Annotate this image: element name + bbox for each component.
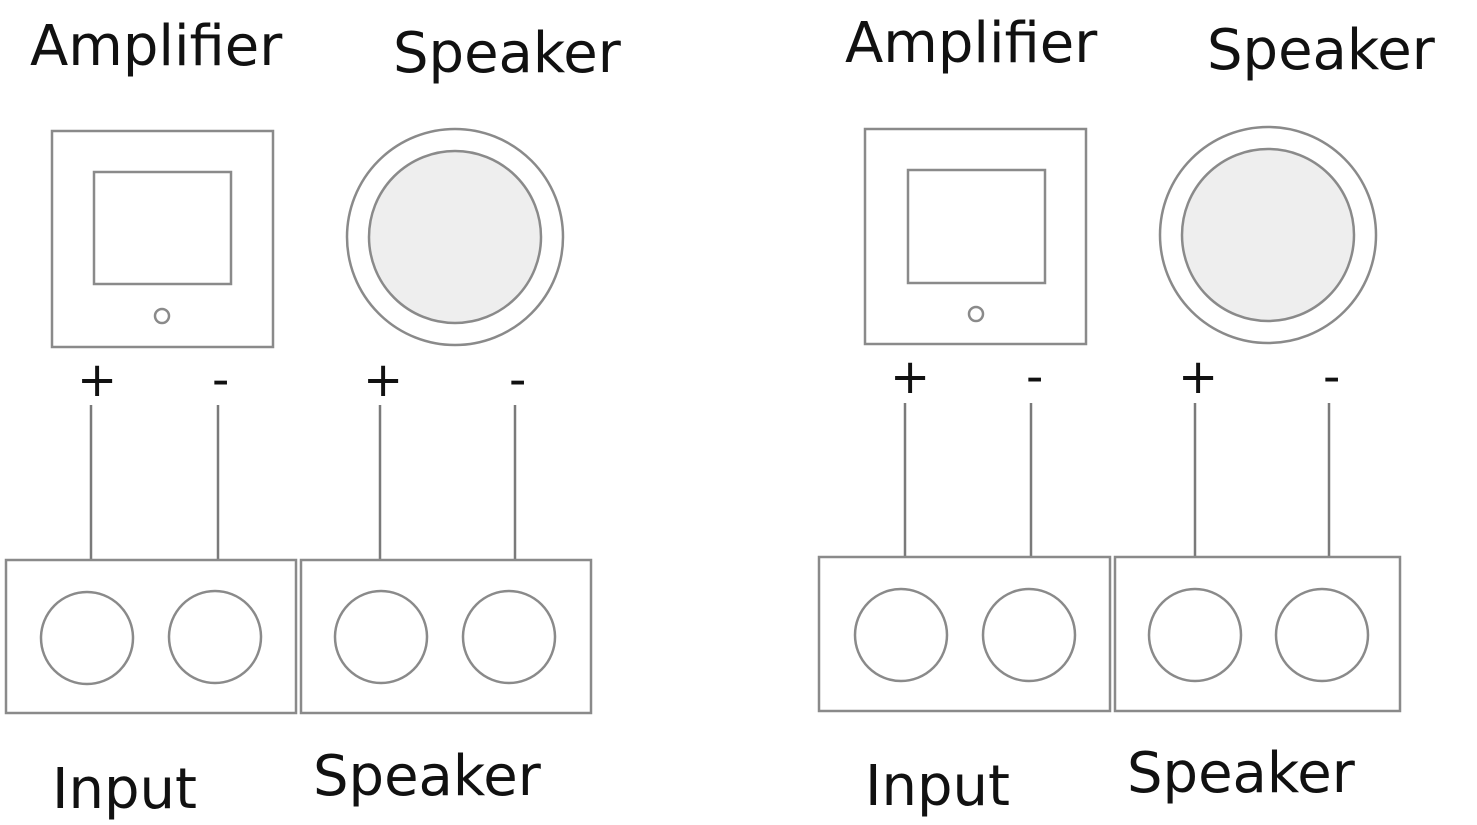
- speaker-terminal-block: [299, 558, 593, 715]
- amplifier-title: Amplifier: [30, 14, 283, 79]
- input-plus-terminal: [39, 590, 135, 686]
- speaker-icon: [1158, 125, 1378, 345]
- speaker-plus-terminal: [333, 589, 429, 685]
- input-plus-terminal: [853, 587, 949, 683]
- amp-minus-label: -: [212, 352, 229, 408]
- input-terminal-block: [817, 555, 1112, 713]
- input-terminal-block: [4, 558, 298, 715]
- input-label: Input: [865, 754, 1010, 819]
- spk-plus-label: +: [363, 352, 403, 408]
- speaker-terminal-block: [1113, 555, 1402, 713]
- amplifier-title: Amplifier: [845, 11, 1098, 76]
- panel-left: Amplifier Speaker + - + -: [4, 14, 622, 822]
- speaker-minus-terminal: [461, 589, 557, 685]
- input-minus-terminal: [167, 589, 263, 685]
- speaker-block-label: Speaker: [313, 744, 542, 809]
- speaker-plus-terminal: [1147, 587, 1243, 683]
- spk-minus-label: -: [509, 352, 526, 408]
- speaker-title: Speaker: [1207, 18, 1436, 83]
- spk-plus-label: +: [1178, 349, 1218, 405]
- amp-plus-label: +: [890, 349, 930, 405]
- amp-minus-label: -: [1026, 349, 1043, 405]
- amplifier-panel-icon: [863, 127, 1088, 346]
- input-label: Input: [52, 757, 197, 822]
- amplifier-panel-icon: [50, 129, 275, 349]
- amp-plus-label: +: [77, 352, 117, 408]
- speaker-block-label: Speaker: [1127, 741, 1356, 806]
- spk-minus-label: -: [1323, 349, 1340, 405]
- speaker-minus-terminal: [1274, 587, 1370, 683]
- speaker-title: Speaker: [393, 21, 622, 86]
- speaker-icon: [345, 127, 565, 347]
- panel-right: Amplifier Speaker + - + -: [817, 11, 1436, 819]
- input-minus-terminal: [981, 587, 1077, 683]
